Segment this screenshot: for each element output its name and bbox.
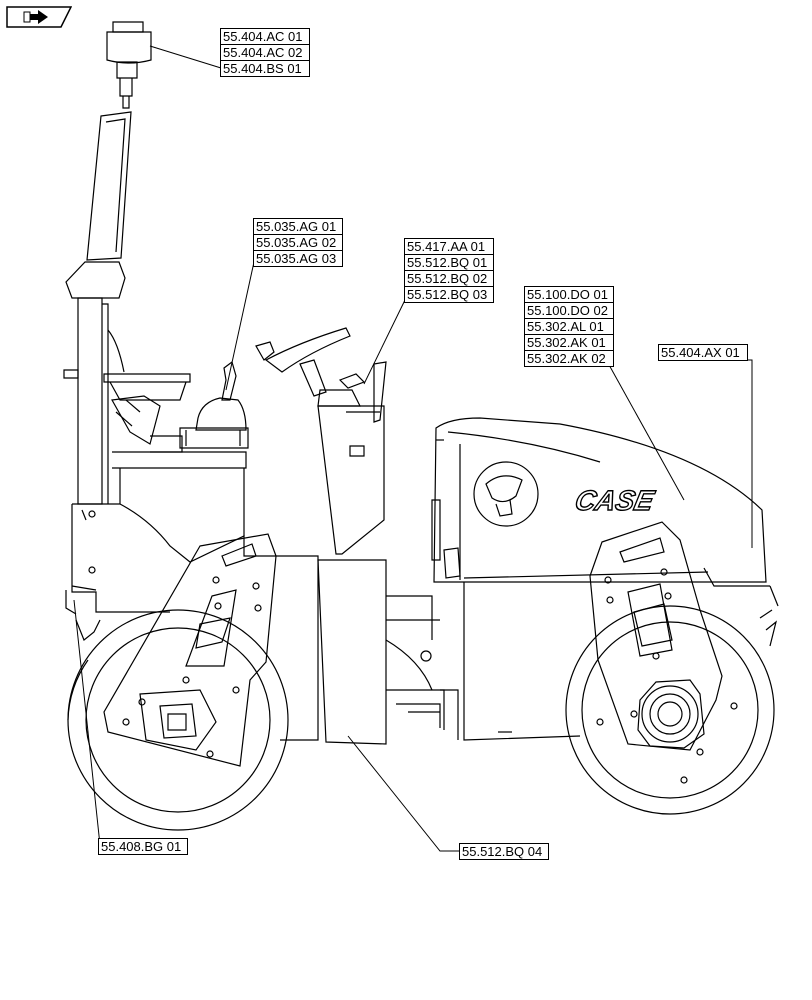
callout-ref[interactable]: 55.035.AG 03: [256, 251, 337, 266]
center-frame: [280, 555, 459, 745]
svg-text:CASE: CASE: [572, 484, 658, 516]
callout-ref[interactable]: 55.404.AC 01: [221, 29, 309, 45]
front-drum-plate: [589, 521, 738, 784]
callout-ref[interactable]: 55.100.DO 01: [525, 287, 613, 303]
rear-drum-plate: [103, 533, 277, 767]
callout-steering: 55.417.AA 01 55.512.BQ 01 55.512.BQ 02 5…: [404, 238, 494, 303]
callout-ref[interactable]: 55.302.AL 01: [525, 319, 613, 335]
callout-ref[interactable]: 55.417.AA 01: [405, 239, 493, 255]
operator-seat: [63, 329, 247, 469]
beacon-assembly: [65, 21, 152, 505]
engine-hood: [431, 417, 770, 741]
callout-ref[interactable]: 55.512.BQ 03: [407, 287, 488, 302]
callout-levers: 55.035.AG 01 55.035.AG 02 55.035.AG 03: [253, 218, 343, 267]
steering-column: [255, 327, 387, 555]
callout-beacon: 55.404.AC 01 55.404.AC 02 55.404.BS 01: [220, 28, 310, 77]
callout-ref[interactable]: 55.035.AG 01: [254, 219, 342, 235]
callout-ref[interactable]: 55.035.AG 02: [254, 235, 342, 251]
nav-tab-button[interactable]: [6, 6, 72, 28]
callout-ref[interactable]: 55.512.BQ 01: [405, 255, 493, 271]
leader-lines: [73, 45, 753, 852]
callout-ref[interactable]: 55.100.DO 02: [525, 303, 613, 319]
front-drum: [565, 585, 779, 815]
callout-hood: 55.100.DO 01 55.100.DO 02 55.302.AL 01 5…: [524, 286, 614, 367]
rear-frame: [65, 468, 280, 641]
control-levers: [179, 360, 249, 449]
callout-ref[interactable]: 55.404.AC 02: [221, 45, 309, 61]
rear-drum: [67, 609, 289, 831]
callout-ref[interactable]: 55.512.BQ 04: [462, 844, 543, 859]
arrow-right-icon: [23, 10, 48, 24]
callout-ref[interactable]: 55.512.BQ 02: [405, 271, 493, 287]
callout-ref[interactable]: 55.302.AK 01: [525, 335, 613, 351]
callout-frame: 55.512.BQ 04: [459, 843, 549, 860]
callout-front-drum: 55.408.BG 01: [98, 838, 188, 855]
callout-ref[interactable]: 55.404.BS 01: [223, 61, 302, 76]
case-brand-decal: CASE: [572, 484, 659, 517]
callout-rear: 55.404.AX 01: [658, 344, 748, 361]
callout-ref[interactable]: 55.408.BG 01: [101, 839, 182, 854]
callout-ref[interactable]: 55.302.AK 02: [527, 351, 606, 366]
callout-ref[interactable]: 55.404.AX 01: [661, 345, 740, 360]
